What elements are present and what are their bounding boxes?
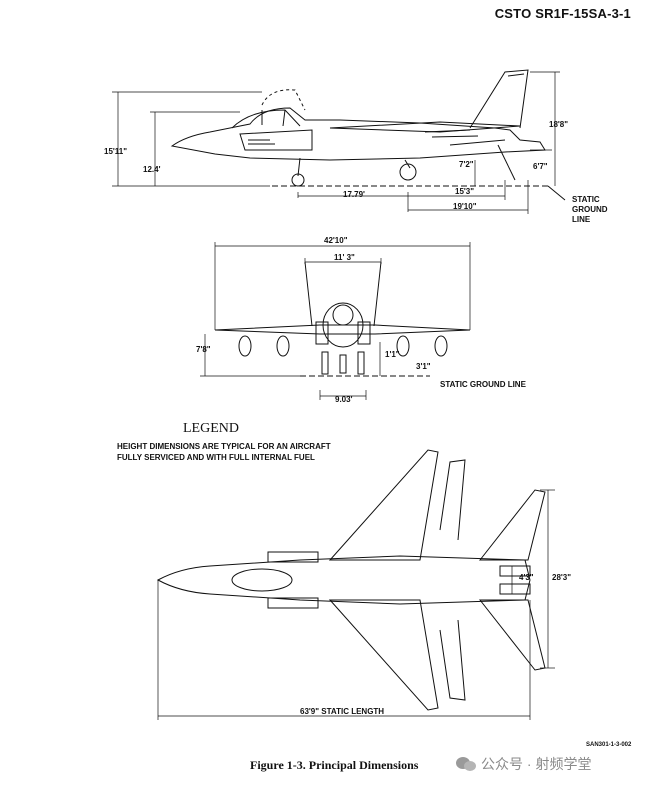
dim-fin-top: 18'8" [549,120,568,129]
top-fuselage [156,555,531,605]
wechat-icon [456,757,476,771]
side-fuselage [170,107,546,161]
legend-title: LEGEND [183,421,239,436]
side-view-drawing: 15'11" 12.4' 18'8" 7'2" 6'7" 17.79' 15'3… [104,69,608,224]
dim-wingspan: 42'10" [324,236,348,245]
figure-code: SAN301-1-3-002 [586,742,632,748]
dim-pylon-height: 7'8" [196,345,211,354]
top-canopy [231,568,293,592]
dim-overall-height: 15'11" [104,147,127,156]
side-main-wheel [399,163,417,181]
dim-main-to-tailpipe: 19'10" [453,202,477,211]
dim-canopy-height: 12.4' [143,165,161,174]
legend-text: HEIGHT DIMENSIONS ARE TYPICAL FOR AN AIR… [117,442,331,462]
front-fuselage [322,302,364,348]
front-ground-label: STATIC GROUND LINE [440,380,527,389]
dim-nozzle-gap: 4'3" [519,573,534,582]
dim-tire-small: 1'1" [385,350,400,359]
top-wing-lower [328,599,439,711]
side-canopy-open-dashed [261,89,306,111]
dim-wing-height: 7'2" [459,160,474,169]
top-stab-upper [478,489,546,561]
top-stab-lower [478,599,546,671]
dim-track: 9.03' [335,395,353,404]
dim-nose-to-main: 17.79' [343,190,365,199]
dim-front-stab: 11' 3" [334,253,355,262]
ground-label-1: STATIC [572,195,600,204]
document-id: CSTO SR1F-15SA-3-1 [494,6,631,21]
top-view-drawing: 63'9" STATIC LENGTH 28'3" 4'3" [156,449,571,720]
dim-tail-low: 6'7" [533,162,548,171]
front-view-drawing: 42'10" 11' 3" 7'8" 1'1" 3'1" 9.03' STATI… [196,236,527,404]
dim-main-to-tail: 15'3" [455,187,474,196]
figure-caption: Figure 1-3. Principal Dimensions [250,758,419,772]
ground-label-3: LINE [572,215,591,224]
top-wing-upper [328,449,439,561]
front-wing [214,324,471,335]
side-vertical-tail [469,69,529,129]
dim-top-stab-span: 28'3" [552,573,571,582]
ground-label-2: GROUND [572,205,608,214]
side-nose-gear [297,157,301,177]
dim-gear-height: 3'1" [416,362,431,371]
watermark: 公众号 · 射频学堂 [455,754,591,774]
dim-static-length: 63'9" STATIC LENGTH [300,707,384,716]
watermark-text: 公众号 · 射频学堂 [481,756,592,772]
